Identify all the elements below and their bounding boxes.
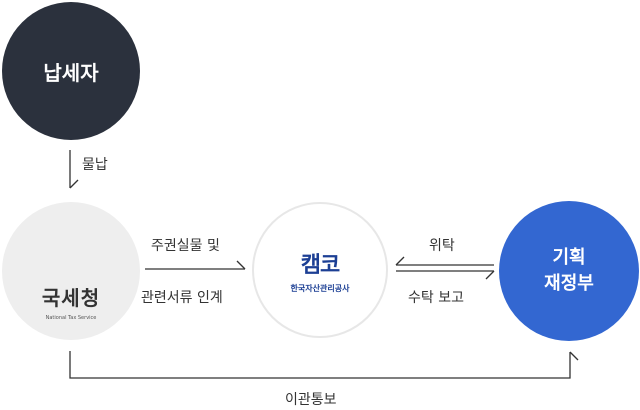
deliver-label-line2: 관련서류 인계 (141, 290, 223, 306)
mof-node: 기획 재정부 (499, 201, 639, 341)
payment-in-kind-arrow (69, 150, 79, 189)
nts-sublabel: National Tax Service (45, 314, 97, 321)
deliver-label-line1: 주권실물 및 (151, 238, 220, 254)
deliver-arrow (145, 260, 246, 270)
nts-node: 국세청 National Tax Service (2, 202, 140, 340)
taxpayer-label: 납세자 (43, 60, 99, 85)
report-label: 수탁 보고 (408, 290, 464, 306)
kamco-logo-text: 캠코 (300, 252, 340, 278)
mof-label-line1: 기획 (552, 247, 586, 268)
entrust-arrow (395, 256, 494, 266)
taxpayer-node: 납세자 (2, 2, 140, 140)
transfer-notice-label: 이관통보 (285, 392, 337, 408)
entrust-label: 위탁 (429, 238, 455, 254)
nts-label: 국세청 (41, 285, 101, 310)
mof-label-line2: 재정부 (544, 273, 594, 294)
kamco-sublabel: 한국자산관리공사 (290, 283, 350, 293)
transfer-notice-arrow (69, 351, 579, 379)
kamco-node: 캠코 한국자산관리공사 (252, 202, 388, 338)
report-arrow (396, 270, 495, 280)
payment-in-kind-label: 물납 (82, 157, 108, 173)
